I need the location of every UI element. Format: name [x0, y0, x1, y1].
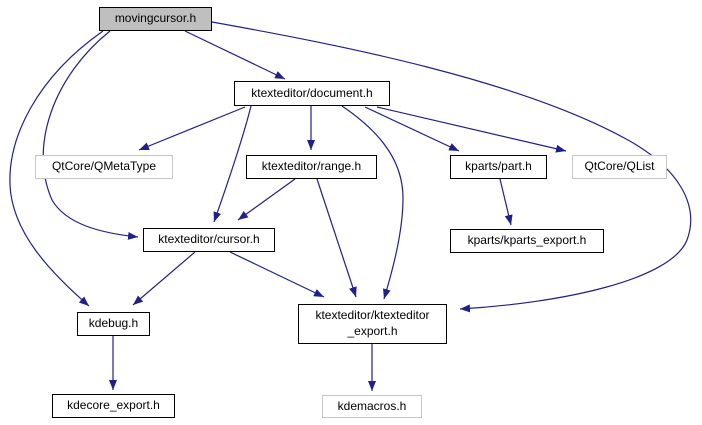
node-ktexteditor-cursor-label: ktexteditor/cursor.h [158, 232, 260, 247]
node-qtcore-qmetatype-label: QtCore/QMetaType [51, 159, 157, 174]
edge-cursor-to-kdebug [132, 251, 196, 306]
node-kdebug-label: kdebug.h [88, 316, 139, 331]
edge-document-to-part [364, 106, 460, 152]
node-kdecore-export-label: kdecore_export.h [67, 398, 160, 413]
edge-cursor-to-ktexteditor-export [229, 251, 325, 298]
node-ktexteditor-range-label: ktexteditor/range.h [261, 159, 362, 174]
edge-document-to-qmetatype [138, 106, 246, 151]
edge-document-to-qlist [376, 106, 567, 153]
node-kparts-part[interactable]: kparts/part.h [450, 155, 547, 179]
node-kdemacros-label: kdemacros.h [337, 398, 407, 413]
node-ktexteditor-document-label: ktexteditor/document.h [251, 85, 373, 100]
edge-range-to-ktexteditor-export [316, 178, 357, 298]
node-ktexteditor-ktexteditor-export[interactable]: ktexteditor/ktexteditor _export.h [298, 304, 447, 344]
edge-movingcursor-to-document [184, 30, 286, 80]
edge-part-to-kparts-export [499, 178, 513, 226]
node-ktexteditor-ktexteditor-export-line1: ktexteditor/ktexteditor [315, 308, 430, 323]
edge-document-to-ktexteditor-export [341, 105, 404, 300]
node-movingcursor: movingcursor.h [99, 7, 212, 31]
node-qtcore-qlist: QtCore/QList [572, 155, 667, 179]
edge-movingcursor-to-cursor [42, 30, 139, 240]
node-ktexteditor-document[interactable]: ktexteditor/document.h [234, 81, 390, 106]
node-kparts-kparts-export-label: kparts/kparts_export.h [467, 233, 587, 248]
node-ktexteditor-range[interactable]: ktexteditor/range.h [246, 155, 377, 179]
node-kparts-part-label: kparts/part.h [465, 159, 532, 174]
edge-document-to-cursor [213, 105, 252, 223]
node-ktexteditor-cursor[interactable]: ktexteditor/cursor.h [143, 228, 275, 252]
node-kparts-kparts-export[interactable]: kparts/kparts_export.h [450, 229, 604, 253]
edge-range-to-cursor [237, 178, 296, 221]
node-kdemacros: kdemacros.h [322, 395, 422, 418]
edge-movingcursor-to-kdebug [9, 30, 104, 307]
node-ktexteditor-ktexteditor-export-line2: _export.h [347, 324, 398, 338]
node-qtcore-qmetatype: QtCore/QMetaType [35, 155, 173, 179]
node-qtcore-qlist-label: QtCore/QList [584, 159, 655, 174]
node-kdebug[interactable]: kdebug.h [77, 312, 150, 336]
edge-movingcursor-to-ktexteditor-export [211, 21, 692, 313]
node-movingcursor-label: movingcursor.h [114, 11, 197, 26]
node-kdecore-export[interactable]: kdecore_export.h [52, 394, 175, 418]
